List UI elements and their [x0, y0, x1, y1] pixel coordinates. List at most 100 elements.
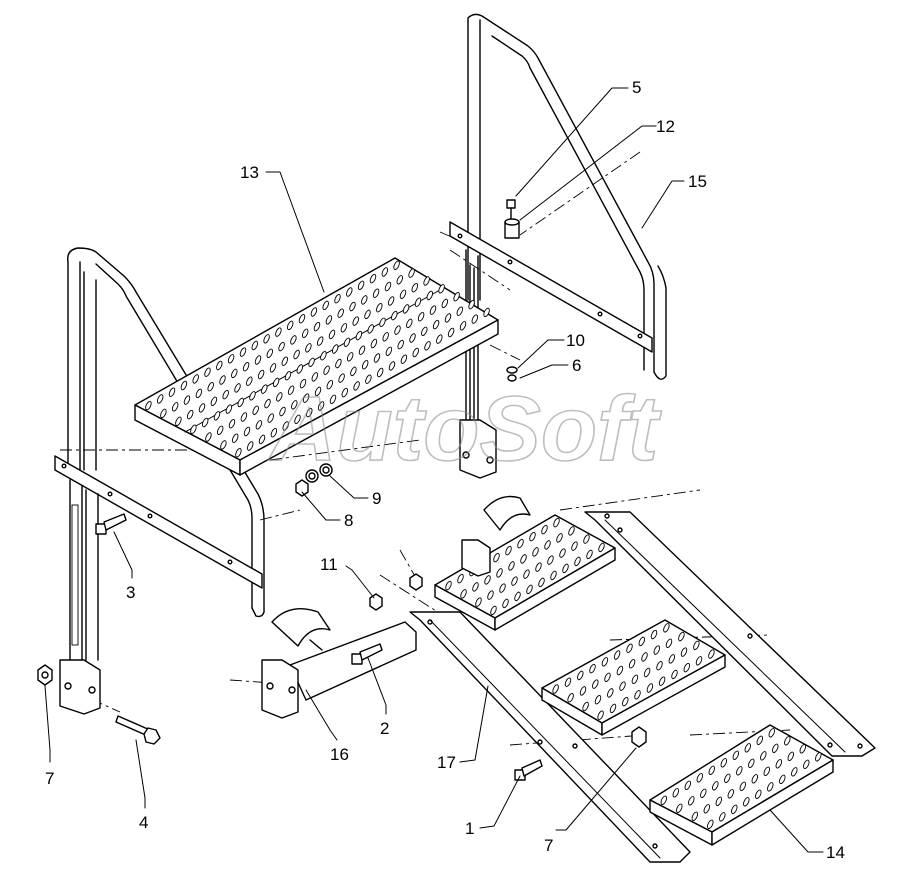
- grating-slot: [313, 321, 321, 332]
- grating-slot: [340, 323, 348, 333]
- grating-slot: [691, 811, 699, 822]
- grating-slot: [631, 674, 639, 685]
- grating-slot: [514, 591, 521, 602]
- grating-slot: [767, 782, 774, 792]
- grating-slot: [251, 340, 259, 351]
- leader-lines: [44, 87, 824, 853]
- callout-15: 15: [688, 172, 707, 191]
- grating-slot: [586, 549, 593, 560]
- grating-slot: [641, 652, 648, 662]
- grating-slot: [568, 526, 575, 536]
- grating-slot: [604, 672, 611, 683]
- grating-slot: [402, 304, 410, 314]
- grating-slot: [394, 325, 401, 335]
- grating-slot: [337, 308, 344, 318]
- grating-slot: [284, 370, 292, 381]
- grating-slot: [270, 427, 278, 438]
- grating-slot: [235, 447, 242, 458]
- grating-slot: [291, 400, 298, 410]
- grating-slot: [779, 774, 786, 785]
- grating-slot: [567, 692, 574, 703]
- grating-slot: [325, 315, 333, 325]
- grating-slot: [672, 788, 680, 798]
- grating-slot: [207, 381, 214, 392]
- grating-slot: [406, 318, 413, 329]
- grating-slot: [538, 577, 545, 588]
- grating-slot: [579, 686, 587, 696]
- grating-slot: [310, 307, 318, 317]
- grating-slot: [343, 337, 351, 348]
- grating-slot: [364, 309, 371, 320]
- grating-slot: [678, 631, 685, 642]
- callout-6: 6: [572, 356, 581, 375]
- grating-slot: [237, 397, 244, 408]
- watermark-text: AutoSoft: [268, 378, 662, 480]
- grating-slot: [346, 352, 354, 362]
- grating-slot: [601, 657, 609, 667]
- callout-10: 10: [566, 331, 585, 350]
- grating-slot: [385, 346, 393, 357]
- grating-slot: [653, 645, 661, 655]
- callout-9: 9: [372, 489, 381, 508]
- grating-slot: [441, 298, 449, 309]
- grating-slot: [535, 562, 542, 572]
- grating-slot: [282, 421, 289, 431]
- grating-slot: [656, 660, 663, 671]
- grating-slot: [520, 554, 527, 564]
- grating-slot: [564, 677, 572, 687]
- grating-slot: [688, 796, 695, 806]
- grating-slot: [628, 658, 636, 669]
- grating-slot: [609, 703, 617, 714]
- grating-slot: [748, 758, 755, 769]
- grating-slot: [261, 384, 268, 394]
- grating-slot: [496, 568, 503, 578]
- grating-slot: [279, 406, 286, 417]
- grating-slot: [444, 313, 452, 323]
- grating-slot: [523, 569, 530, 579]
- grating-slot: [400, 354, 408, 364]
- grating-slot: [399, 289, 407, 300]
- grating-slot: [379, 317, 386, 328]
- callout-12: 12: [656, 117, 675, 136]
- grating-slot: [381, 267, 389, 277]
- grating-slot: [708, 765, 716, 776]
- grating-slot: [231, 433, 239, 443]
- grating-slot: [204, 367, 211, 377]
- grating-slot: [160, 408, 167, 419]
- grating-slot: [743, 797, 750, 807]
- grating-slot: [550, 570, 557, 581]
- grating-slot: [234, 383, 241, 393]
- grating-slot: [317, 401, 325, 411]
- grating-slot: [414, 297, 422, 307]
- grating-slot: [367, 324, 374, 334]
- grating-slot: [660, 795, 668, 806]
- callout-5: 5: [632, 78, 641, 97]
- grating-slot: [429, 305, 437, 315]
- grating-slot: [287, 385, 295, 395]
- grating-slot: [417, 311, 425, 322]
- grating-slot: [490, 605, 497, 616]
- stair-stringer-assembly: [409, 495, 876, 863]
- grating-slot: [361, 359, 369, 370]
- grating-slot: [724, 773, 731, 784]
- grating-slot: [423, 276, 430, 286]
- grating-slot: [438, 284, 445, 294]
- grating-slot: [412, 347, 419, 358]
- grating-slot: [210, 396, 218, 407]
- grating-slot: [622, 696, 629, 707]
- grating-slot: [703, 804, 711, 814]
- grating-slot: [258, 434, 266, 445]
- grating-slot: [453, 291, 460, 302]
- grating-slot: [145, 400, 152, 411]
- grating-slot: [731, 804, 738, 815]
- grating-slot: [358, 345, 366, 355]
- grating-slot: [787, 751, 795, 762]
- grating-slot: [552, 684, 559, 694]
- grating-slot: [293, 349, 300, 360]
- grating-slot: [246, 376, 253, 386]
- grating-slot: [803, 759, 810, 770]
- grating-slot: [756, 735, 764, 746]
- grating-slot: [616, 665, 624, 676]
- grating-slot: [320, 350, 327, 361]
